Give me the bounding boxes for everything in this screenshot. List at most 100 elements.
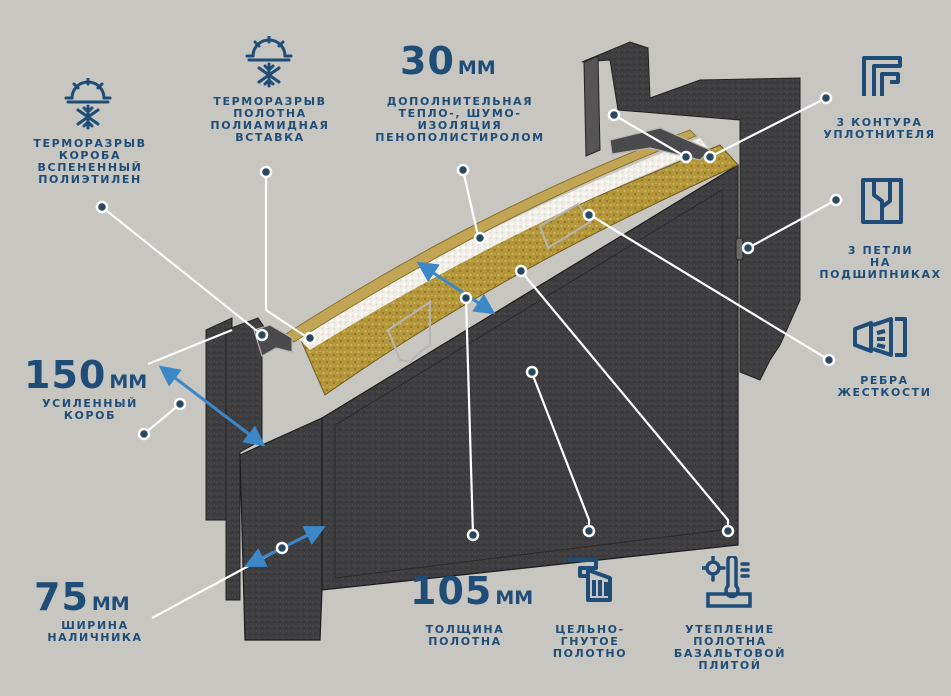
hinge-icon [861, 178, 903, 224]
leader-thickness [464, 297, 475, 536]
label-line: ЦЕЛЬНО- [555, 623, 625, 636]
label-line: УСИЛЕННЫЙ [42, 397, 138, 410]
label-line: БАЗАЛЬТОВОЙ [673, 647, 787, 660]
value-number: 105 [410, 569, 493, 613]
dot-box-thermal-break [95, 200, 109, 214]
dot-seal-contours [819, 91, 833, 105]
label-line: КОРОБА [58, 149, 122, 162]
leader-ribs [589, 214, 830, 361]
dot-foam [456, 163, 470, 177]
label-line: ЖЕСТКОСТИ [837, 386, 932, 399]
label-line: ШИРИНА [61, 619, 129, 632]
label-line: ПОДШИПНИКАХ [819, 268, 942, 281]
arrow-box-width [158, 365, 266, 447]
label-line: ПОЛОТНО [552, 647, 628, 660]
label-line: ПОЛОТНА [233, 107, 307, 120]
label-line: ТЕРМОРАЗРЫВ [213, 95, 327, 108]
label-line: ГНУТОЕ [560, 635, 620, 648]
label-box-thermal-break: ТЕРМОРАЗРЫВ КОРОБА ВСПЕНЕННЫЙ ПОЛИЭТИЛЕН [10, 138, 170, 186]
right-frame-fold [583, 55, 601, 157]
dot-ribs-end [582, 208, 596, 222]
label-line: ТЕРМОРАЗРЫВ [33, 137, 147, 150]
label-line: ПОЛИЭТИЛЕН [38, 173, 142, 186]
rib-icon [853, 317, 907, 357]
label-basalt: УТЕПЛЕНИЕ ПОЛОТНА БАЗАЛЬТОВОЙ ПЛИТОЙ [660, 624, 800, 672]
label-panel-thermal-break: ТЕРМОРАЗРЫВ ПОЛОТНА ПОЛИАМИДНАЯ ВСТАВКА [190, 96, 350, 144]
label-line: ПОЛОТНА [428, 635, 502, 648]
dot-bent-panel-end [525, 365, 539, 379]
label-thickness: ТОЛЩИНА ПОЛОТНА [405, 624, 525, 648]
label-line: ТЕПЛО-, ШУМО- [398, 107, 522, 120]
label-bent-panel: ЦЕЛЬНО- ГНУТОЕ ПОЛОТНО [540, 624, 640, 660]
label-line: ИЗОЛЯЦИЯ [417, 119, 503, 132]
label-foam-insulation: ДОПОЛНИТЕЛЬНАЯ ТЕПЛО-, ШУМО- ИЗОЛЯЦИЯ ПЕ… [350, 96, 570, 144]
arrow-foam-width [416, 261, 496, 315]
label-line: ПЕНОПОЛИСТИРОЛОМ [375, 131, 545, 144]
right-frame-post [581, 41, 801, 381]
dot-box-width [137, 427, 151, 441]
leader-seal-contours [709, 97, 827, 158]
value-unit: ММ [91, 593, 130, 615]
label-trim: ШИРИНА НАЛИЧНИКА [20, 620, 170, 644]
leader-foam [461, 169, 480, 237]
value-unit: ММ [109, 371, 148, 393]
leader-hinges [747, 199, 837, 249]
top-skin [285, 129, 697, 343]
dot-bent-panel [582, 524, 596, 538]
dot-seal-a [607, 108, 621, 122]
leader-box-thermal-break [101, 206, 263, 336]
label-line: 3 КОНТУРА [836, 116, 923, 129]
dot-seal-c [703, 150, 717, 164]
label-line: ПЛИТОЙ [698, 659, 762, 672]
label-line: УПЛОТНИТЕЛЯ [823, 128, 936, 141]
label-seal-contours: 3 КОНТУРА УПЛОТНИТЕЛЯ [808, 117, 951, 141]
leader-seal-contours-2 [613, 114, 687, 158]
snowflake-sun-icon [64, 78, 112, 130]
value-unit: ММ [457, 57, 496, 79]
value-number: 30 [400, 39, 455, 83]
label-line: ТОЛЩИНА [425, 623, 505, 636]
value-number: 75 [34, 575, 89, 619]
dot-foam-end [473, 231, 487, 245]
door-leaf-front-edge [239, 417, 323, 641]
label-line: НА [870, 256, 891, 269]
label-line: ВСПЕНЕННЫЙ [37, 161, 143, 174]
label-line: УТЕПЛЕНИЕ [685, 623, 775, 636]
dot-panel-thermal-break [259, 165, 273, 179]
dot-box-width-end [173, 397, 187, 411]
dot-thickness-end [459, 291, 473, 305]
label-box: УСИЛЕННЫЙ КОРОБ [20, 398, 160, 422]
label-line: НАЛИЧНИКА [47, 631, 143, 644]
dot-panel-thermal-break-end [303, 331, 317, 345]
label-line: ПОЛОТНА [693, 635, 767, 648]
dot-ribs [822, 353, 836, 367]
label-line: ВСТАВКА [235, 131, 305, 144]
label-hinges: 3 ПЕТЛИ НА ПОДШИПНИКАХ [810, 245, 951, 281]
snowflake-sun-icon [245, 36, 293, 88]
value-unit: ММ [495, 587, 534, 609]
dot-basalt [721, 524, 735, 538]
label-ribs: РЕБРА ЖЕСТКОСТИ [822, 375, 947, 399]
leader-panel-thermal-break [264, 172, 309, 339]
dot-hinges [829, 193, 843, 207]
dot-seal-b [679, 150, 693, 164]
label-line: КОРОБ [63, 409, 117, 422]
thermo-insulation-icon [702, 556, 752, 608]
value-number: 150 [24, 353, 107, 397]
dot-basalt-end [514, 264, 528, 278]
foam-layer [296, 138, 708, 350]
leader-box-width-top [147, 328, 233, 366]
label-line: 3 ПЕТЛИ [847, 244, 914, 257]
bent-panel-icon [568, 558, 612, 602]
stiffening-rib-2 [538, 202, 592, 250]
dot-box-thermal-break-end [255, 328, 269, 342]
label-line: ДОПОЛНИТЕЛЬНАЯ [386, 95, 534, 108]
dot-thickness [466, 528, 480, 542]
dot-hinges-end [741, 241, 755, 255]
seal-contour-icon [862, 56, 902, 96]
